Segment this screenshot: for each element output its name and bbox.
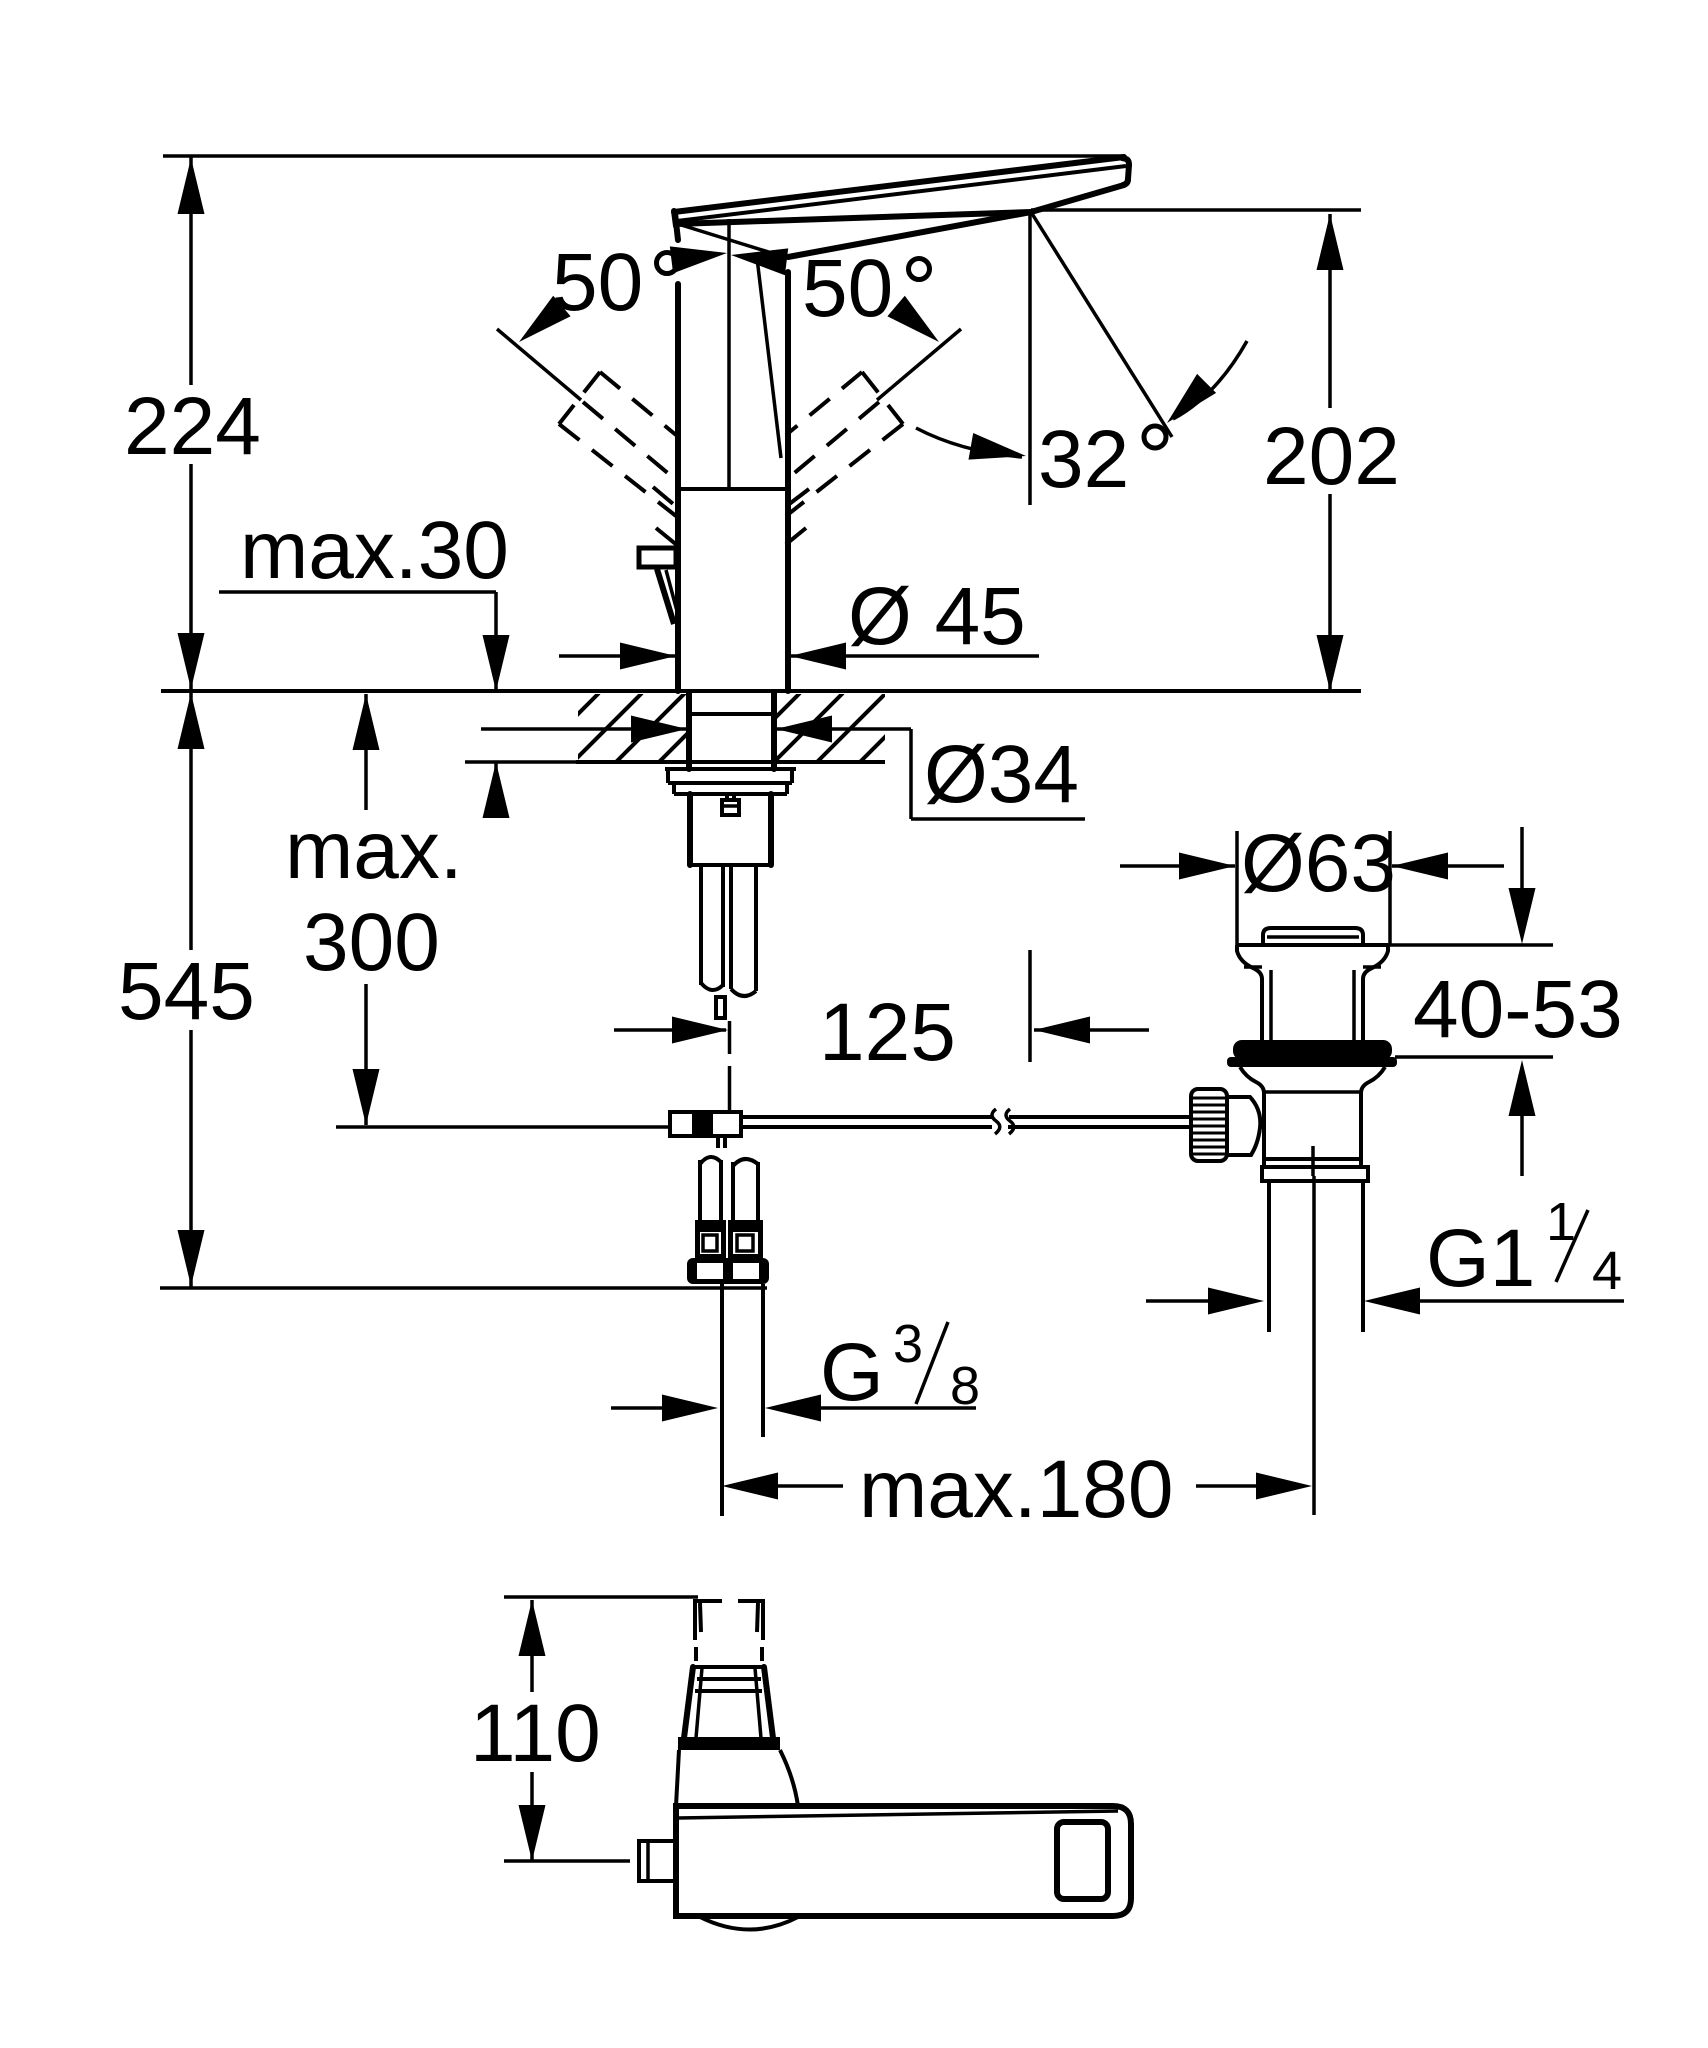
svg-text:125: 125	[819, 987, 956, 1078]
svg-text:Ø63: Ø63	[1241, 818, 1396, 909]
svg-text:32: 32	[1038, 414, 1129, 505]
svg-text:max.180: max.180	[859, 1444, 1174, 1535]
svg-text:1: 1	[1546, 1192, 1576, 1252]
svg-text:max.30: max.30	[240, 505, 509, 596]
svg-text:G1: G1	[1426, 1213, 1535, 1304]
svg-text:G: G	[820, 1327, 884, 1418]
svg-text:3: 3	[893, 1314, 923, 1374]
svg-text:Ø 45: Ø 45	[848, 571, 1026, 662]
svg-text:8: 8	[950, 1356, 980, 1416]
svg-text:202: 202	[1263, 411, 1400, 502]
svg-text:40-53: 40-53	[1413, 964, 1623, 1055]
svg-text:50: 50	[552, 237, 643, 328]
svg-text:max.: max.	[285, 805, 463, 896]
svg-text:300: 300	[303, 897, 440, 988]
svg-text:110: 110	[470, 1688, 601, 1779]
svg-text:4: 4	[1592, 1241, 1622, 1301]
svg-text:50: 50	[802, 243, 893, 334]
svg-text:Ø34: Ø34	[924, 729, 1079, 820]
svg-text:545: 545	[118, 946, 255, 1037]
svg-text:224: 224	[124, 381, 261, 472]
